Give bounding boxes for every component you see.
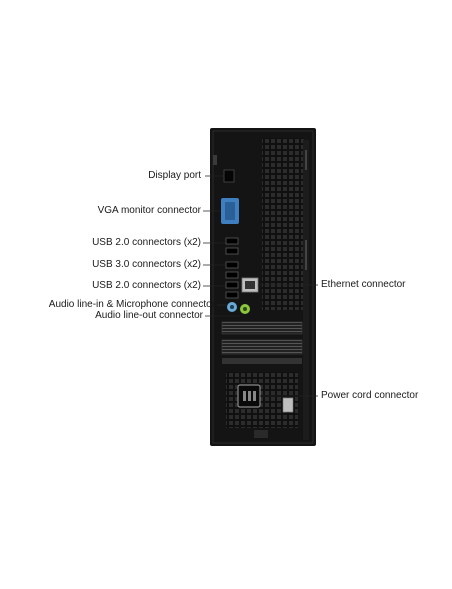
usb-port (225, 247, 239, 255)
usb-port (225, 261, 239, 269)
label-audio-out: Audio line-out connector (95, 310, 203, 321)
expansion-slot (221, 339, 303, 355)
usb-port (225, 237, 239, 245)
vent-grill (262, 138, 304, 310)
label-display-port: Display port (148, 170, 201, 181)
label-usb30: USB 3.0 connectors (x2) (92, 259, 201, 270)
label-vga: VGA monitor connector (97, 205, 201, 216)
psu-latch (282, 397, 294, 413)
label-ethernet: Ethernet connector (321, 279, 406, 290)
label-usb20-bottom: USB 2.0 connectors (x2) (92, 280, 201, 291)
label-usb20-top: USB 2.0 connectors (x2) (92, 237, 201, 248)
usb-port (225, 291, 239, 299)
label-audio-in: Audio line-in & Microphone connector (48, 299, 215, 310)
label-power: Power cord connector (321, 390, 419, 401)
displayport-port (223, 169, 235, 183)
usb-port (225, 281, 239, 289)
thumbscrew (213, 155, 217, 165)
expansion-slot (221, 321, 303, 335)
usb-port (225, 271, 239, 279)
